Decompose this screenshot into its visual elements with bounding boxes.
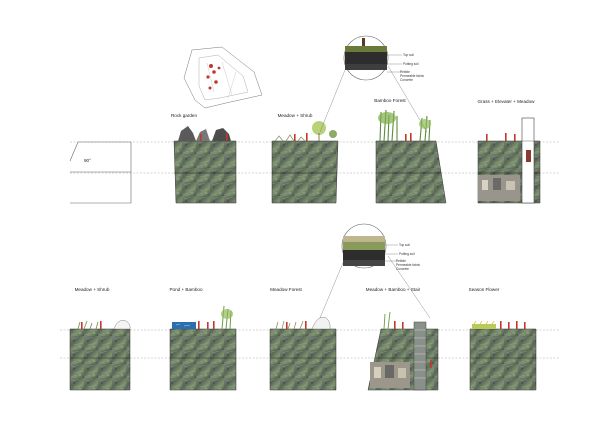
layer-label-potting-soil: Potting soil xyxy=(399,252,415,256)
section-label-meadow-shrub: Meadow + Shrub xyxy=(75,287,110,292)
section-season-flower xyxy=(469,320,537,391)
layer-label-pebble: Pebble xyxy=(396,259,406,263)
section-bamboo-forest xyxy=(375,109,447,204)
section-label-meadow-shrub: Meadow + Shrub xyxy=(278,113,313,118)
section-label-grass-elevator-meadow: Grass + Elevater + Meadow xyxy=(478,99,536,104)
layer-label-potting-soil: Potting soil xyxy=(403,62,419,66)
section-label-season-flower: Season Flower xyxy=(469,287,500,292)
layer-label-top-soil: Top soil xyxy=(399,243,410,247)
section-meadow-forest xyxy=(269,316,337,391)
section-meadow-shrub xyxy=(271,121,339,204)
layer-label-concrete: Concrete xyxy=(396,267,409,271)
soil-detail-bottom: Top soil Potting soil Pebble Permeable f… xyxy=(319,223,431,319)
section-grass-elevator-meadow xyxy=(477,117,541,204)
section-label-pond-bamboo: Pond + Bamboo xyxy=(169,287,203,292)
section-meadow-bamboo-stair xyxy=(367,311,439,391)
section-label-rock-garden: Rock garden xyxy=(171,113,197,118)
angle-label: 90° xyxy=(84,158,91,163)
section-label-bamboo-forest: Bamboo Forest xyxy=(374,98,406,103)
section-rock-garden xyxy=(173,126,237,204)
layer-label-permeable-fabric: Permeable fabric xyxy=(400,74,425,78)
layer-label-top-soil: Top soil xyxy=(403,53,414,57)
wall-profile: 90° xyxy=(69,141,132,204)
layer-label-pebble: Pebble xyxy=(400,70,410,74)
layer-label-concrete: Concrete xyxy=(400,78,413,82)
layer-label-permeable-fabric: Permeable fabric xyxy=(396,263,421,267)
section-label-meadow-forest: Meadow Forest xyxy=(270,287,302,292)
site-plan xyxy=(183,46,263,109)
soil-detail-top: Top soil Potting soil Pebble Permeable f… xyxy=(319,35,428,133)
section-label-meadow-bamboo-stair: Meadow + Bamboo + Stair xyxy=(366,287,421,292)
section-meadow-shrub-2 xyxy=(69,320,131,391)
section-pond-bamboo xyxy=(169,305,237,391)
